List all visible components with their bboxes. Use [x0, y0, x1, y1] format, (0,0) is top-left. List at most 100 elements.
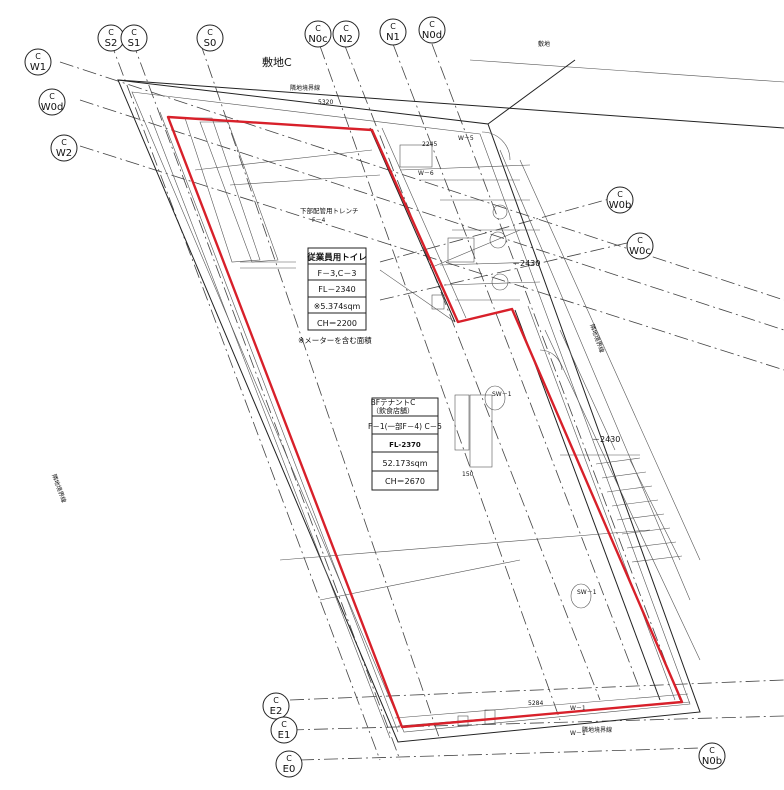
- grid-bubble-sup: C: [315, 24, 321, 33]
- w5-label: W－5: [458, 135, 474, 142]
- drawing-annotations: 敷地C 隣地境界線 隣地境界線 隣地境界線 隣地境界線 下部配管用トレンチ F－…: [50, 40, 620, 737]
- grid-bubble-sup: C: [49, 92, 55, 101]
- dim-label-2: 5284: [528, 700, 543, 707]
- grid-bubble-sup: C: [108, 28, 114, 37]
- grid-bubble-e0: CE0: [275, 750, 303, 778]
- grid-lines: [59, 39, 784, 761]
- toilet-row-4: CH＝2200: [317, 319, 357, 328]
- sw2-label: SW－1: [577, 589, 597, 596]
- tenant-row-2: FL-2370: [389, 441, 421, 449]
- toilet-row-3: ※5.374sqm: [314, 302, 361, 311]
- dim-label-3: 2245: [422, 141, 437, 148]
- toilet-note: ※メーターを含む面積: [298, 335, 372, 345]
- grid-bubble-label: N0c: [308, 34, 327, 45]
- corner-label: 敷地: [538, 40, 550, 48]
- grid-bubble-sup: C: [61, 138, 67, 147]
- tenant-info-box: BFテナントC （飲食店舗） F－1(一部F－4) C－5 FL-2370 52…: [368, 397, 442, 491]
- boundary-left-label: 隣地境界線: [50, 473, 68, 504]
- grid-bubble-circle: [24, 48, 52, 76]
- site-label: 敷地C: [262, 55, 292, 69]
- dim-label-4: 150: [462, 471, 474, 478]
- grid-bubble-sup: C: [390, 22, 396, 31]
- grid-bubble-n1: CN1: [379, 18, 407, 46]
- grid-bubble-label: S1: [128, 38, 141, 49]
- grid-bubble-circle: [332, 20, 360, 48]
- level-label-1: －2430: [512, 259, 540, 268]
- grid-bubble-label: E2: [270, 706, 283, 717]
- tenant-subtitle: （飲食店舗）: [372, 406, 414, 415]
- grid-bubble-s2: CS2: [97, 24, 125, 52]
- toilet-title: 従業員用トイレ: [306, 252, 367, 263]
- grid-bubble-sup: C: [131, 28, 137, 37]
- grid-bubble-label: W1: [30, 62, 46, 73]
- grid-bubble-circle: [50, 134, 78, 162]
- level-label-2: －2430: [592, 435, 620, 444]
- grid-bubble-circle: [275, 750, 303, 778]
- interior-walls: [149, 111, 701, 739]
- stair: [560, 454, 683, 563]
- toilet-row-1: F－3,C－3: [318, 269, 357, 278]
- boundary-top-label: 隣地境界線: [290, 84, 320, 92]
- grid-bubble-n2: CN2: [332, 20, 360, 48]
- grid-bubble-sup: C: [35, 52, 41, 61]
- grid-bubble-circle: [270, 716, 298, 744]
- grid-bubble-sup: C: [273, 696, 279, 705]
- grid-bubble-label: S0: [204, 38, 217, 49]
- toilet-info-box: 従業員用トイレ F－3,C－3 FL－2340 ※5.374sqm CH＝220…: [298, 247, 372, 345]
- grid-bubble-sup: C: [617, 190, 623, 199]
- w1-bottom-label: W－1: [570, 705, 586, 712]
- tenant-row-4: CH＝2670: [385, 477, 425, 486]
- boundary-bottom-label: 隣地境界線: [582, 726, 612, 734]
- grid-bubble-label: E1: [278, 730, 291, 741]
- grid-bubble-label: N0d: [422, 30, 442, 41]
- grid-bubble-label: N2: [339, 34, 353, 45]
- grid-bubble-sup: C: [207, 28, 213, 37]
- w6-label: W－6: [418, 170, 434, 177]
- grid-bubble-circle: [379, 18, 407, 46]
- grid-bubble-label: W0c: [629, 246, 651, 257]
- grid-bubbles: CS2CS1CS0CN0cCN2CN1CN0dCW1CW0dCW2CW0bCW0…: [24, 16, 726, 778]
- dim-label-1: 5320: [318, 99, 333, 106]
- grid-bubble-circle: [418, 16, 446, 44]
- grid-bubble-sup: C: [281, 720, 287, 729]
- grid-bubble-e2: CE2: [262, 692, 290, 720]
- grid-bubble-circle: [196, 24, 224, 52]
- grid-bubble-sup: C: [637, 236, 643, 245]
- grid-bubble-label: E0: [283, 764, 296, 775]
- site-boundary: [117, 59, 784, 743]
- grid-bubble-sup: C: [343, 24, 349, 33]
- tenant-row-1: F－1(一部F－4) C－5: [368, 421, 442, 431]
- grid-bubble-circle: [262, 692, 290, 720]
- grid-bubble-e1: CE1: [270, 716, 298, 744]
- grid-bubble-circle: [304, 20, 332, 48]
- tenant-title: BFテナントC: [371, 398, 416, 407]
- grid-bubble-label: W2: [56, 148, 72, 159]
- w1-bottom-label-2: W－1: [570, 730, 586, 737]
- grid-bubble-sup: C: [709, 746, 715, 755]
- grid-bubble-circle: [120, 24, 148, 52]
- toilet-row-2: FL－2340: [318, 285, 355, 294]
- trench-label: 下部配管用トレンチ: [300, 206, 359, 215]
- grid-bubble-s0: CS0: [196, 24, 224, 52]
- sw1-label: SW－1: [492, 391, 512, 398]
- grid-bubble-circle: [698, 742, 726, 770]
- boundary-right-label: 隣地境界線: [588, 323, 606, 354]
- grid-bubble-s1: CS1: [120, 24, 148, 52]
- grid-bubble-w1: CW1: [24, 48, 52, 76]
- grid-bubble-sup: C: [429, 20, 435, 29]
- grid-bubble-label: N1: [386, 32, 400, 43]
- tenant-demise-outline: [166, 115, 684, 729]
- trench-f-label: F－4: [312, 217, 325, 224]
- grid-bubble-label: W0d: [41, 102, 64, 113]
- grid-bubble-circle: [626, 232, 654, 260]
- grid-bubble-circle: [606, 186, 634, 214]
- grid-bubble-label: S2: [105, 38, 118, 49]
- grid-bubble-sup: C: [286, 754, 292, 763]
- tenant-row-3: 52.173sqm: [382, 459, 427, 468]
